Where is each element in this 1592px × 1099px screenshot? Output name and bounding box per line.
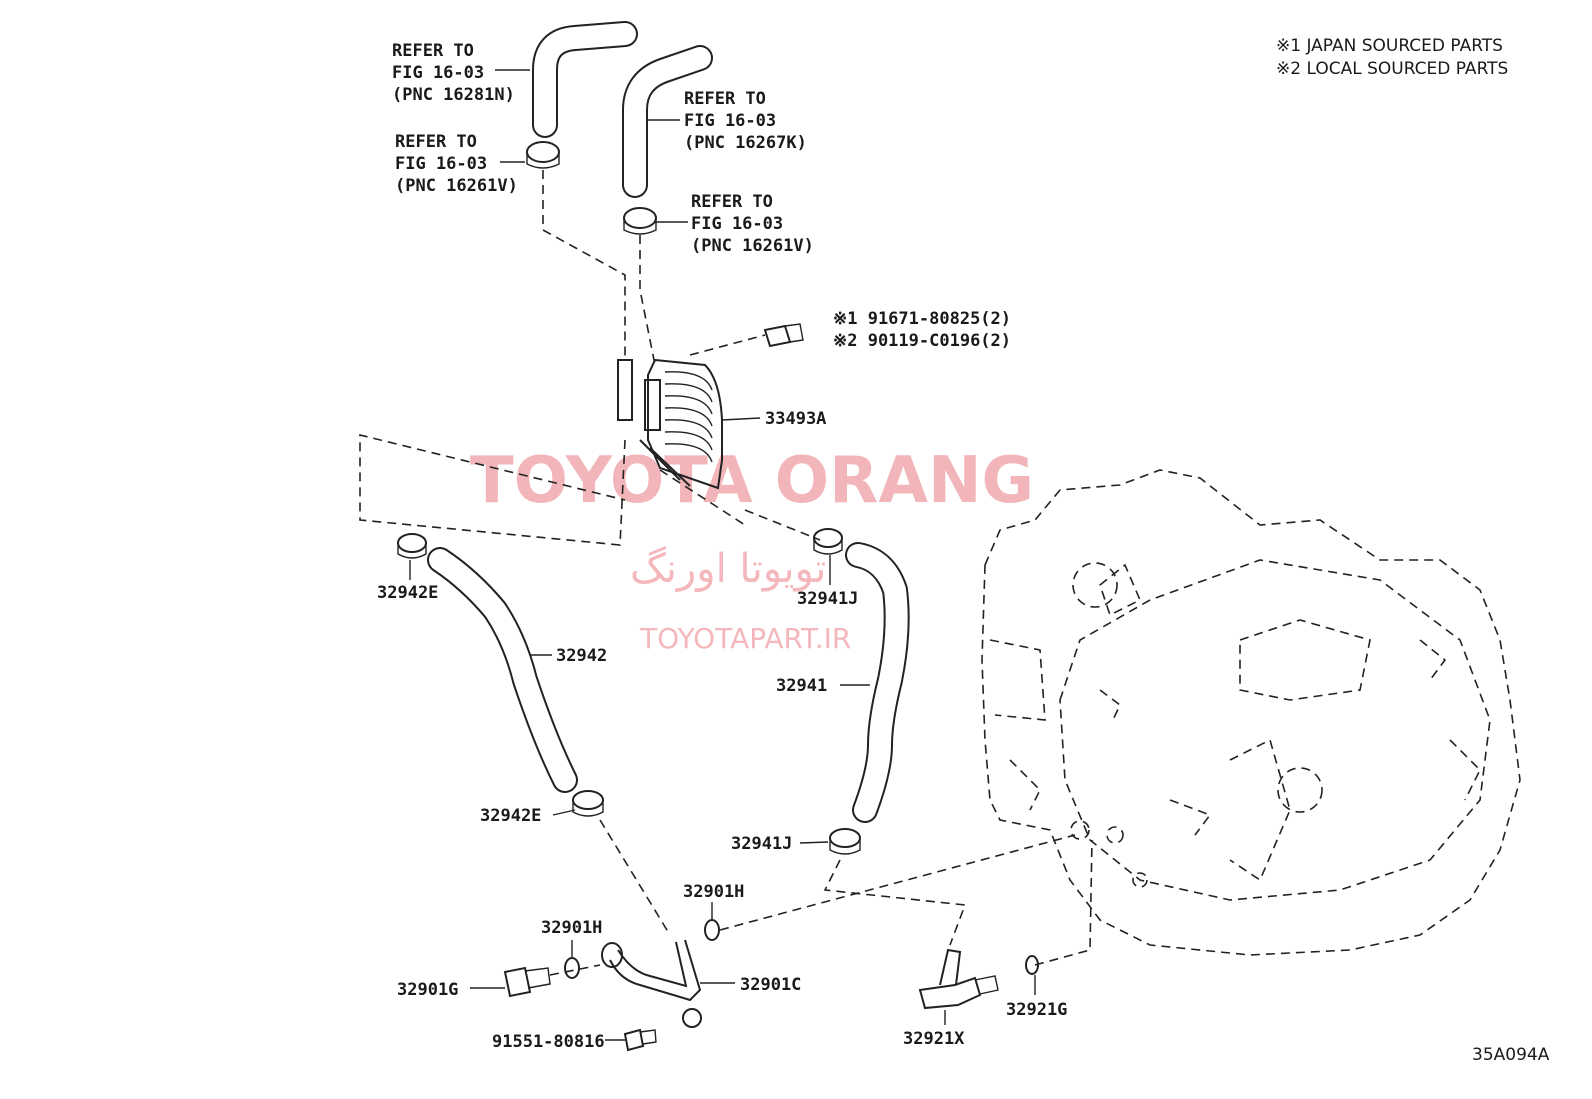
hose-32941-group [813, 528, 910, 855]
label-32921x: 32921X [903, 1029, 965, 1049]
label-32941: 32941 [776, 676, 827, 696]
label-32921g: 32921G [1006, 1000, 1067, 1020]
cooler-bolt [763, 323, 804, 348]
ref-label-16281n: REFER TO FIG 16-03 (PNC 16281N) [392, 41, 515, 105]
label-33493a: 33493A [765, 409, 826, 429]
label-32901c: 32901C [740, 975, 801, 995]
label-32941j-lower: 32941J [731, 834, 792, 854]
sourcing-notes: ※1 JAPAN SOURCED PARTS ※2 LOCAL SOURCED … [1276, 36, 1508, 79]
watermark-title: TOYOTA ORANG [470, 444, 1034, 518]
label-32901g: 32901G [397, 980, 458, 1000]
note-local: ※2 LOCAL SOURCED PARTS [1276, 59, 1508, 79]
watermark-url: TOYOTAPART.IR [639, 622, 851, 655]
assembly-lines-lower [549, 819, 1093, 976]
label-32942e-lower: 32942E [480, 806, 541, 826]
bolt-91551 [623, 1028, 657, 1052]
transaxle-housing [981, 469, 1521, 956]
note-japan: ※1 JAPAN SOURCED PARTS [1276, 36, 1503, 56]
hose-32942-group [397, 533, 604, 817]
label-32901h-right: 32901H [683, 882, 744, 902]
figure-code: 35A094A [1472, 1045, 1550, 1065]
ref-line2: FIG 16-03 [691, 214, 783, 234]
ref-line1: REFER TO [684, 89, 766, 109]
upper-hoses [532, 21, 713, 198]
ref-label-16261v-left: REFER TO FIG 16-03 (PNC 16261V) [395, 132, 518, 196]
pipe-32901c [601, 939, 702, 1028]
assembly-lines-upper [359, 170, 821, 546]
bolt-option-local: ※2 90119-C0196(2) [833, 331, 1011, 351]
ref-line3: (PNC 16281N) [392, 85, 515, 105]
oil-cooler [617, 358, 723, 490]
label-32941j-upper: 32941J [797, 589, 858, 609]
bolt-options: ※1 91671-80825(2) ※2 90119-C0196(2) [833, 309, 1011, 351]
watermark: TOYOTA ORANG تویوتا اورنگ TOYOTAPART.IR [470, 444, 1034, 655]
part-labels: 33493A 32942E 32942 32942E 32941J 32941 … [377, 409, 1067, 1052]
label-32942: 32942 [556, 646, 607, 666]
label-32942e-upper: 32942E [377, 583, 438, 603]
ref-line1: REFER TO [392, 41, 474, 61]
ref-line1: REFER TO [691, 192, 773, 212]
union-bolt-32901g [503, 966, 551, 998]
ref-line2: FIG 16-03 [684, 111, 776, 131]
ref-line1: REFER TO [395, 132, 477, 152]
ref-line3: (PNC 16261V) [691, 236, 814, 256]
watermark-persian: تویوتا اورنگ [630, 546, 826, 592]
ref-line2: FIG 16-03 [392, 63, 484, 83]
upper-clamps [526, 141, 657, 235]
leader-lines [409, 69, 1036, 1041]
union-32921x [918, 948, 999, 1010]
bolt-option-japan: ※1 91671-80825(2) [833, 309, 1011, 329]
ref-line3: (PNC 16261V) [395, 176, 518, 196]
ref-label-16261v-right: REFER TO FIG 16-03 (PNC 16261V) [691, 192, 814, 256]
ref-label-16267k: REFER TO FIG 16-03 (PNC 16267K) [684, 89, 807, 153]
ref-line2: FIG 16-03 [395, 154, 487, 174]
label-91551-80816: 91551-80816 [492, 1032, 605, 1052]
label-32901h-left: 32901H [541, 918, 602, 938]
ref-line3: (PNC 16267K) [684, 133, 807, 153]
